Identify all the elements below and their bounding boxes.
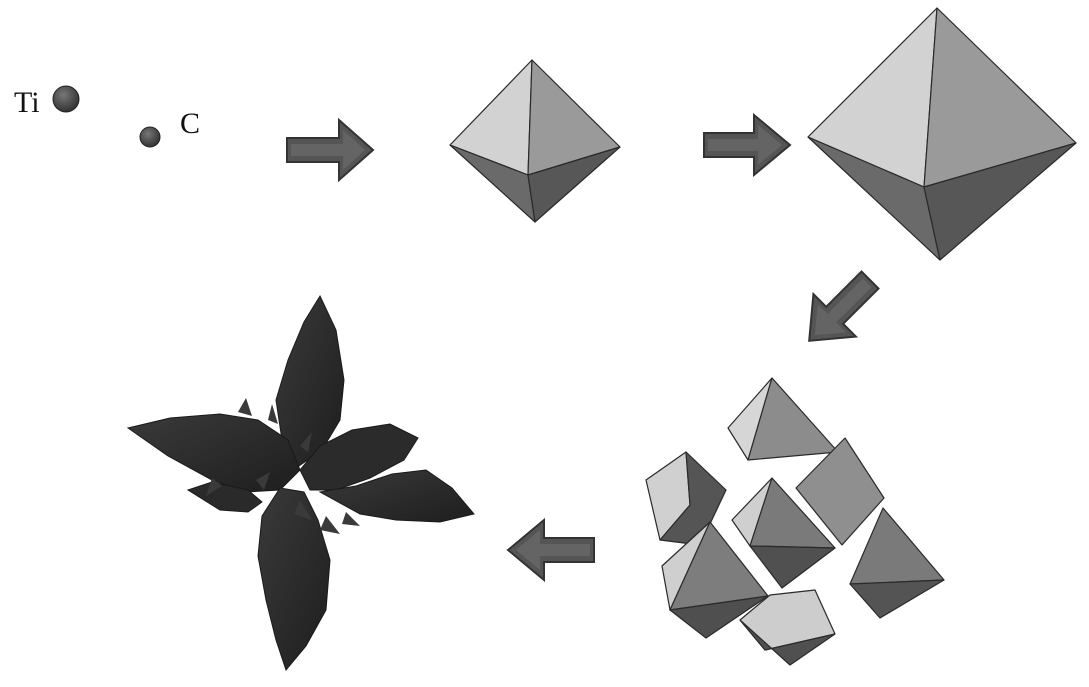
petal-spikes xyxy=(206,398,360,534)
block-arrow-icon xyxy=(703,112,792,178)
c-label: C xyxy=(180,107,200,140)
block-arrow-icon xyxy=(506,517,595,583)
cluster-octahedron xyxy=(731,477,836,589)
petal-right-lower xyxy=(318,469,475,523)
atoms-group: Ti C xyxy=(14,85,200,148)
ti-label: Ti xyxy=(14,86,40,119)
octahedra-cluster xyxy=(645,377,945,666)
c-atom xyxy=(139,126,161,148)
large-octahedron xyxy=(807,7,1077,261)
cluster-octahedron xyxy=(727,377,839,461)
petal-bottom xyxy=(257,487,331,672)
cluster-octahedron xyxy=(661,521,769,639)
petal-right-upper xyxy=(299,423,419,491)
cluster-octahedron xyxy=(795,437,885,546)
cluster-octahedron xyxy=(739,589,836,666)
block-arrow-icon xyxy=(808,270,880,342)
ti-atom xyxy=(52,85,80,113)
four-petal-structure xyxy=(126,294,475,672)
cluster-octahedron xyxy=(849,507,945,619)
block-arrow-icon xyxy=(286,117,375,183)
small-octahedron xyxy=(449,59,621,223)
